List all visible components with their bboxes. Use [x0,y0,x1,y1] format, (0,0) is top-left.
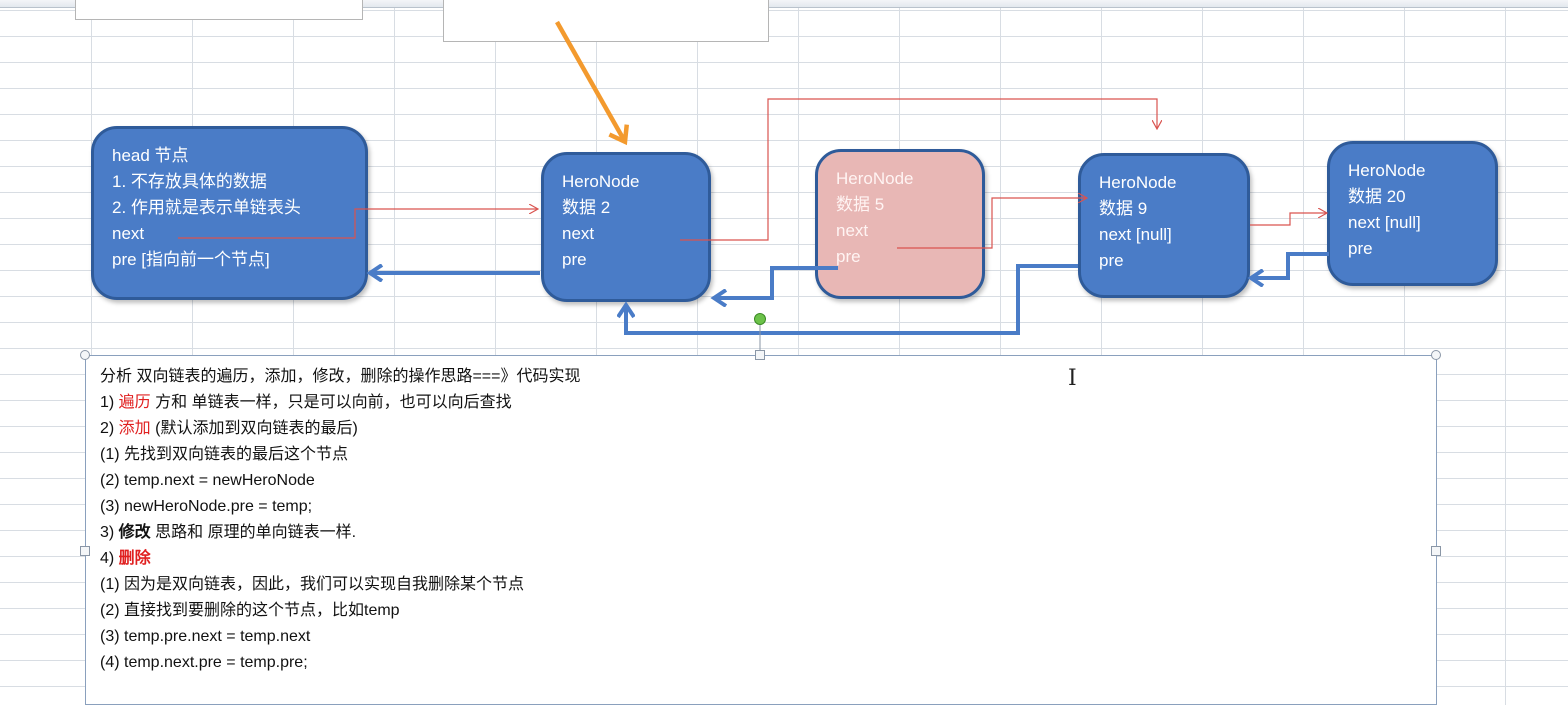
hero-node-2-title: HeroNode [562,172,640,191]
hero-node-5-title: HeroNode [836,169,914,188]
traverse-num: 1) [100,394,119,411]
notes-add-step-2: (2) temp.next = newHeroNode [100,472,315,489]
notes-delete-step-1: (1) 因为是双向链表，因此，我们可以实现自我删除某个节点 [100,576,525,593]
traverse-keyword: 遍历 [118,394,151,411]
delete-keyword: 删除 [118,550,151,567]
traverse-desc: 方和 单链表一样，只是可以向前，也可以向后查找 [150,394,512,411]
pointer-arrow [555,20,630,146]
add-keyword: 添加 [118,420,151,437]
modify-desc: 思路和 原理的单向链表一样. [150,524,357,541]
hero-node-20-next: next [null] [1348,213,1421,232]
hero-node-2[interactable]: HeroNode 数据 2 next pre [541,152,711,302]
head-node-pre: pre [指向前一个节点] [112,250,270,269]
spreadsheet-column-header [0,0,1568,8]
hero-node-9-data: 数据 9 [1099,199,1148,218]
node20-pre-arrow [1253,252,1329,278]
resize-handle-middle-right[interactable] [1431,546,1441,556]
resize-handle-middle-left[interactable] [80,546,90,556]
analysis-notes-textbox[interactable]: 分析 双向链表的遍历，添加，修改，删除的操作思路===》代码实现 1) 遍历 方… [85,355,1437,705]
next-links [178,98,1326,249]
head-node-desc-1: 1. 不存放具体的数据 [112,172,267,191]
head-node-title: head 节点 [112,146,189,165]
notes-title: 分析 双向链表的遍历，添加，修改，删除的操作思路===》代码实现 [100,368,581,385]
notes-delete-step-4: (4) temp.next.pre = temp.pre; [100,654,308,671]
node2-next-arrow [680,98,1157,241]
node5-pre-arrow [716,266,838,298]
hero-node-20-data: 数据 20 [1348,187,1406,206]
rotate-handle[interactable] [754,313,766,325]
hero-node-2-data: 数据 2 [562,198,611,217]
hero-node-5-pre: pre [836,247,861,266]
notes-line-add: 2) 添加 (默认添加到双向链表的最后) [100,416,1422,442]
resize-handle-top-center[interactable] [755,350,765,360]
notes-add-step-1: (1) 先找到双向链表的最后这个节点 [100,446,349,463]
resize-handle-top-right[interactable] [1431,350,1441,360]
notes-line-modify: 3) 修改 思路和 原理的单向链表一样. [100,520,1422,546]
node9-next-arrow [1250,213,1326,226]
hero-node-20-pre: pre [1348,239,1373,258]
delete-num: 4) [100,550,119,567]
head-node-next: next [112,224,145,243]
text-cursor-icon: I [1068,366,1077,391]
notes-delete-step-3: (3) temp.pre.next = temp.next [100,628,311,645]
hero-node-2-pre: pre [562,250,587,269]
hero-node-9[interactable]: HeroNode 数据 9 next [null] pre [1078,153,1250,298]
hero-node-5-next: next [836,221,869,240]
notes-delete-step-2: (2) 直接找到要删除的这个节点，比如temp [100,602,400,619]
hero-node-5-deleted[interactable]: HeroNode 数据 5 next pre [815,149,985,299]
modify-num: 3) [100,524,119,541]
notes-add-step-3: (3) newHeroNode.pre = temp; [100,498,313,515]
add-num: 2) [100,420,119,437]
modify-keyword: 修改 [118,524,151,541]
head-node[interactable]: head 节点 1. 不存放具体的数据 2. 作用就是表示单链表头 next p… [91,126,368,300]
hero-node-9-next: next [null] [1099,225,1172,244]
hero-node-9-pre: pre [1099,251,1124,270]
notes-line-delete: 4) 删除 [100,546,1422,572]
pre-links [372,252,1329,335]
add-desc: (默认添加到双向链表的最后) [150,420,358,437]
resize-handle-top-left[interactable] [80,350,90,360]
hero-node-9-title: HeroNode [1099,173,1177,192]
head-node-desc-2: 2. 作用就是表示单链表头 [112,198,301,217]
hero-node-2-next: next [562,224,595,243]
node5-next-arrow [897,198,1086,249]
partial-shape-left [75,0,363,20]
notes-line-traverse: 1) 遍历 方和 单链表一样，只是可以向前，也可以向后查找 [100,390,1422,416]
node9-pre-arrow [626,264,1078,335]
hero-node-5-data: 数据 5 [836,195,885,214]
hero-node-20-title: HeroNode [1348,161,1426,180]
head-next-arrow [178,209,537,239]
hero-node-20[interactable]: HeroNode 数据 20 next [null] pre [1327,141,1498,286]
partial-shape-center [443,0,769,42]
